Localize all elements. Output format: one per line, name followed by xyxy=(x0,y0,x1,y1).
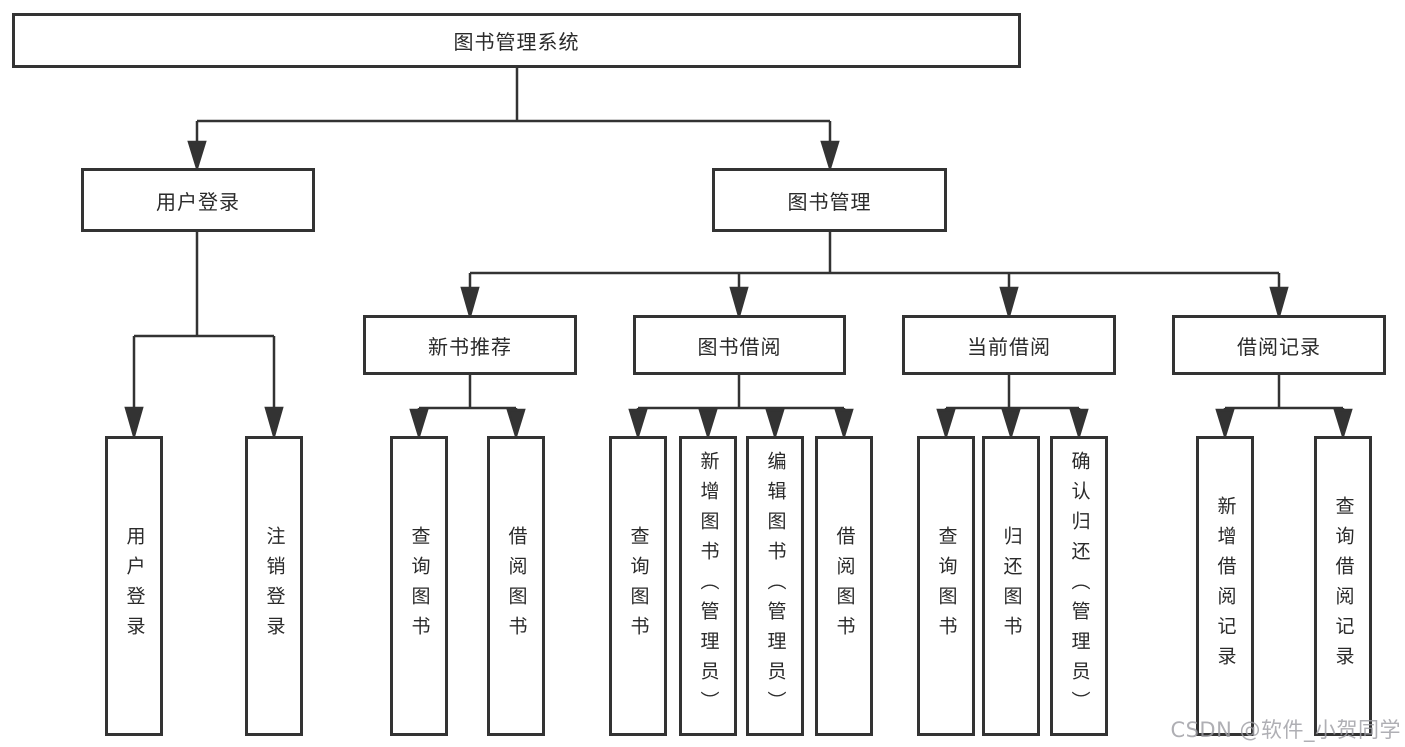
node-leaf-borrow-books: 借阅图书 xyxy=(815,436,873,736)
node-leaf-add-books-admin: 新增图书（管理员） xyxy=(679,436,737,736)
node-label: 借阅记录 xyxy=(1237,334,1321,359)
node-label: 查询图书 xyxy=(935,526,958,646)
connector-current-to-leaves xyxy=(936,374,1089,441)
csdn-watermark: CSDN @软件_小贺同学 xyxy=(1170,718,1401,742)
node-label: 注销登录 xyxy=(263,526,286,646)
node-label: 查询图书 xyxy=(627,526,650,646)
node-leaf-query-books-borrow: 查询图书 xyxy=(609,436,667,736)
node-leaf-query-books-current: 查询图书 xyxy=(917,436,975,736)
arrow-down-icon xyxy=(1069,408,1089,441)
node-book-borrow: 图书借阅 xyxy=(633,315,846,375)
node-label: 新增图书（管理员） xyxy=(697,451,720,721)
node-leaf-logout: 注销登录 xyxy=(245,436,303,736)
node-label: 用户登录 xyxy=(156,189,240,214)
node-label: 查询借阅记录 xyxy=(1332,496,1355,676)
arrow-down-icon xyxy=(765,408,785,441)
node-leaf-borrow-books-recommend: 借阅图书 xyxy=(487,436,545,736)
arrow-down-icon xyxy=(698,408,718,441)
connector-records-to-leaves xyxy=(1215,374,1353,441)
connector-user-login-to-leaves xyxy=(124,230,284,441)
node-label: 编辑图书（管理员） xyxy=(764,451,787,721)
node-leaf-user-login: 用户登录 xyxy=(105,436,163,736)
arrow-down-icon xyxy=(264,406,284,441)
connector-borrow-to-leaves xyxy=(628,374,854,441)
node-label: 新书推荐 xyxy=(428,334,512,359)
node-borrow-records: 借阅记录 xyxy=(1172,315,1386,375)
arrow-down-icon xyxy=(1001,408,1021,441)
node-label: 用户登录 xyxy=(123,526,146,646)
arrow-down-icon xyxy=(409,408,429,441)
node-label: 借阅图书 xyxy=(833,526,856,646)
node-root-label: 图书管理系统 xyxy=(453,30,580,54)
node-leaf-add-borrow-record: 新增借阅记录 xyxy=(1196,436,1254,736)
node-label: 图书借阅 xyxy=(697,334,782,359)
node-label: 归还图书 xyxy=(1000,526,1023,646)
node-label: 确认归还（管理员） xyxy=(1068,451,1091,721)
node-leaf-edit-books-admin: 编辑图书（管理员） xyxy=(746,436,804,736)
node-label: 查询图书 xyxy=(408,526,431,646)
arrow-down-icon xyxy=(124,406,144,441)
arrow-down-icon xyxy=(1215,408,1235,441)
arrow-down-icon xyxy=(729,286,749,321)
connector-root-to-level2 xyxy=(187,66,840,173)
node-leaf-query-books-recommend: 查询图书 xyxy=(390,436,448,736)
node-label: 借阅图书 xyxy=(505,526,528,646)
node-label: 图书管理 xyxy=(787,189,872,214)
arrow-down-icon xyxy=(1333,408,1353,441)
connector-recommend-to-leaves xyxy=(409,374,526,441)
node-label: 新增借阅记录 xyxy=(1214,496,1237,676)
arrow-down-icon xyxy=(506,408,526,441)
node-leaf-return-books: 归还图书 xyxy=(982,436,1040,736)
arrow-down-icon xyxy=(936,408,956,441)
node-root-system: 图书管理系统 xyxy=(12,13,1021,68)
arrow-down-icon xyxy=(834,408,854,441)
node-current-borrow: 当前借阅 xyxy=(902,315,1116,375)
node-leaf-query-borrow-record: 查询借阅记录 xyxy=(1314,436,1372,736)
arrow-down-icon xyxy=(999,286,1019,321)
node-book-management: 图书管理 xyxy=(712,168,947,232)
node-user-login: 用户登录 xyxy=(81,168,315,232)
arrow-down-icon xyxy=(820,140,840,173)
arrow-down-icon xyxy=(460,286,480,321)
node-leaf-confirm-return-admin: 确认归还（管理员） xyxy=(1050,436,1108,736)
connector-book-mgmt-to-level3 xyxy=(460,230,1289,321)
node-new-book-recommend: 新书推荐 xyxy=(363,315,577,375)
arrow-down-icon xyxy=(628,408,648,441)
arrow-down-icon xyxy=(187,140,207,173)
arrow-down-icon xyxy=(1269,286,1289,321)
node-label: 当前借阅 xyxy=(967,334,1051,359)
